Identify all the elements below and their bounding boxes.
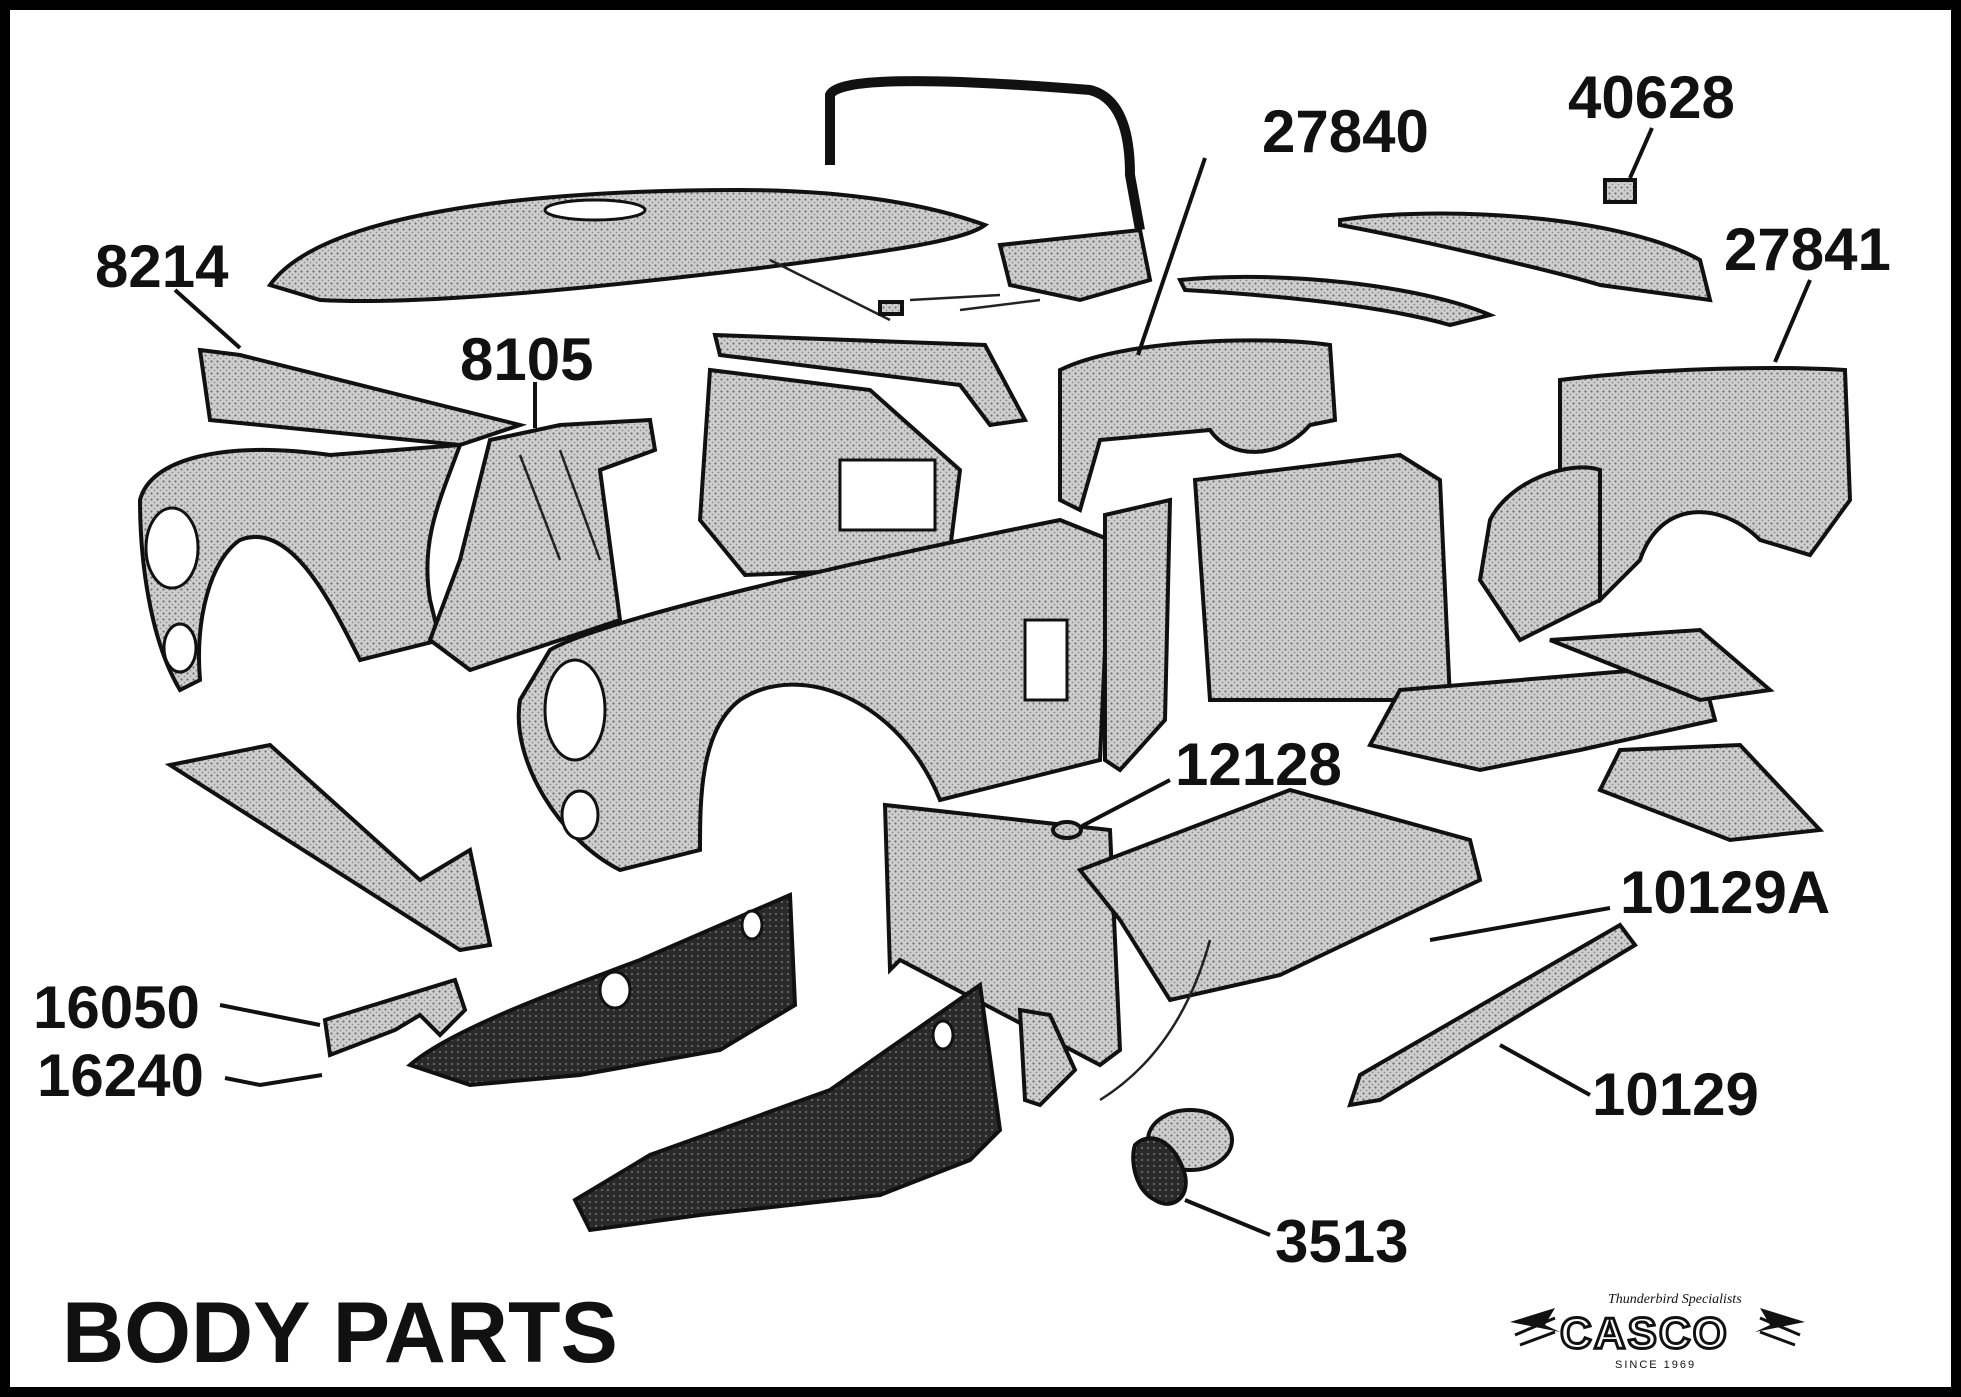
cowl-part	[427, 417, 658, 673]
front-fender-part	[137, 347, 528, 693]
windshield-frame-part	[825, 76, 1153, 312]
part-label-10129: 10129	[1592, 1061, 1759, 1128]
leader-40628	[1628, 127, 1654, 179]
logo-since: SINCE 1969	[1615, 1359, 1696, 1371]
hardtop-roof-part	[266, 187, 990, 322]
rear-lid-part	[1338, 178, 1713, 303]
diagram-title: BODY PARTS	[62, 1285, 618, 1381]
leader-27841	[1773, 279, 1812, 363]
leader-lines	[173, 127, 1812, 1237]
part-label-16050: 16050	[33, 974, 200, 1041]
logo-word: CASCO	[1560, 1309, 1729, 1358]
leader-16050	[219, 1003, 321, 1027]
bracket-part	[1017, 1007, 1078, 1108]
leader-12128	[1081, 778, 1171, 828]
part-label-8105: 8105	[460, 326, 593, 393]
plate-part	[1099, 939, 1234, 1206]
firewall-part	[882, 802, 1123, 1068]
splash-shield-part	[164, 742, 493, 953]
leader-27840	[1136, 157, 1207, 356]
rear-quarter-right-part	[1477, 366, 1853, 643]
casco-logo: Thunderbird Specialists CASCO SINCE 1969	[1510, 1292, 1805, 1371]
door-inner-panel-part	[697, 332, 1029, 578]
part-label-40628: 40628	[1568, 64, 1735, 131]
deck-lid-part	[1176, 274, 1497, 328]
leader-16240	[224, 1073, 323, 1088]
leader-3513	[1184, 1198, 1271, 1237]
floor-pan-part	[1076, 787, 1483, 1003]
inner-fender-right-part	[572, 981, 1003, 1233]
part-label-10129A: 10129A	[1620, 859, 1830, 926]
leader-10129A	[1429, 906, 1611, 942]
leader-8214	[173, 288, 242, 350]
part-label-27840: 27840	[1262, 98, 1429, 165]
door-outer-part	[1192, 452, 1453, 702]
rocker-panel-part	[1347, 922, 1638, 1108]
part-number-labels: 8214 8105 27840 40628 27841 12128 10129A…	[33, 64, 1891, 1275]
part-label-16240: 16240	[37, 1042, 204, 1109]
main-side-panel-part	[516, 517, 1113, 873]
grommet-part	[1051, 820, 1083, 840]
inner-panel-part	[322, 977, 468, 1058]
part-label-3513: 3513	[1275, 1208, 1408, 1275]
b-pillar-part	[1103, 497, 1173, 773]
part-label-27841: 27841	[1724, 216, 1891, 283]
trunk-floor-part	[1366, 627, 1825, 843]
inner-fender-left-part	[406, 892, 798, 1088]
small-bracket-part	[1603, 178, 1637, 204]
part-label-8214: 8214	[95, 233, 229, 300]
part-label-12128: 12128	[1175, 731, 1342, 798]
logo-script: Thunderbird Specialists	[1608, 1292, 1742, 1307]
leader-10129	[1499, 1043, 1591, 1097]
